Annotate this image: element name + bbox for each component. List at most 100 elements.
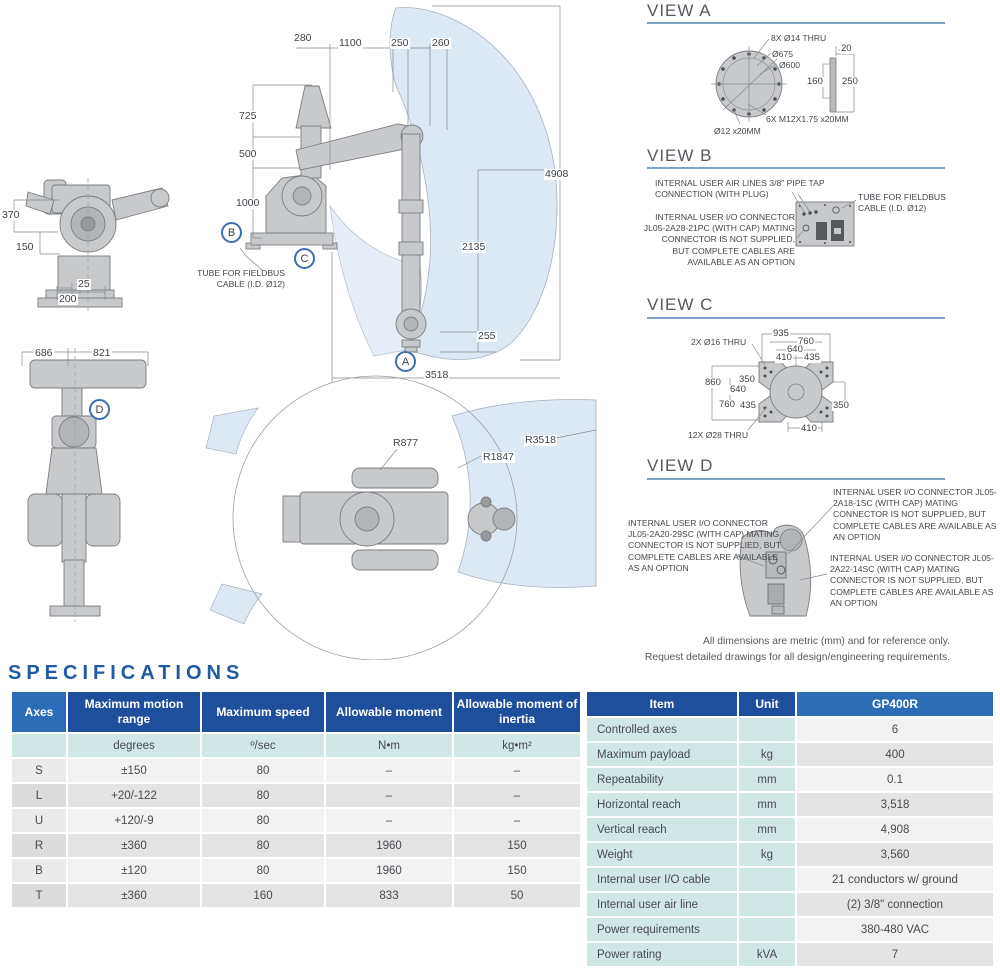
cell: mm	[739, 818, 795, 841]
cell: 80	[202, 784, 324, 807]
cell: Weight	[587, 843, 737, 866]
cell: 80	[202, 859, 324, 882]
cell	[12, 734, 66, 757]
cell: ±150	[68, 759, 200, 782]
cell: 21 conductors w/ ground	[797, 868, 993, 891]
axis-row: R ±360 80 1960 150	[12, 834, 580, 857]
view-a-label: 8X Ø14 THRU	[771, 33, 827, 43]
view-a-title: VIEW A	[647, 1, 712, 20]
cell: Controlled axes	[587, 718, 737, 741]
io-connector-label: INTERNAL USER I/O CONNECTOR JL05-2A20-29…	[628, 518, 781, 573]
side-view-dimension-lines	[239, 5, 561, 382]
cell: 160	[202, 884, 324, 907]
col-header-motion-range: Maximum motion range	[68, 692, 200, 732]
dim-label: 1000	[235, 197, 261, 209]
cell: (2) 3/8" connection	[797, 893, 993, 916]
dim-label: 860	[704, 377, 722, 388]
view-c-title: VIEW C	[647, 295, 714, 314]
io-connector-label: INTERNAL USER I/O CONNECTOR JL05-2A22-14…	[830, 553, 994, 608]
cell	[739, 868, 795, 891]
cell: Internal user air line	[587, 893, 737, 916]
cell: º/sec	[202, 734, 324, 757]
dim-label: 760	[718, 399, 736, 410]
cell: L	[12, 784, 66, 807]
dim-label: 410	[775, 352, 793, 363]
axis-row: T ±360 160 833 50	[12, 884, 580, 907]
spec-row: Power requirements 380-480 VAC	[587, 918, 993, 941]
axis-row: B ±120 80 1960 150	[12, 859, 580, 882]
col-header-item: Item	[587, 692, 737, 716]
dim-label: 2135	[461, 241, 487, 253]
cell: –	[454, 784, 580, 807]
spec-row: Maximum payload kg 400	[587, 743, 993, 766]
detail-badge-b: B	[221, 222, 242, 243]
axis-row: S ±150 80 – –	[12, 759, 580, 782]
spec-row: Repeatability mm 0.1	[587, 768, 993, 791]
dim-label: 4908	[544, 168, 570, 180]
io-connector-label: INTERNAL USER I/O CONNECTOR JL05-2A28-21…	[643, 212, 795, 267]
cell: B	[12, 859, 66, 882]
cell: 1960	[326, 834, 452, 857]
cell: T	[12, 884, 66, 907]
cell: R	[12, 834, 66, 857]
dim-label: 150	[15, 241, 35, 253]
detail-badge-c: C	[294, 248, 315, 269]
cell: 0.1	[797, 768, 993, 791]
cell: kg•m²	[454, 734, 580, 757]
dim-label: 255	[477, 330, 497, 342]
cell: Internal user I/O cable	[587, 868, 737, 891]
thru-holes-label: 2X Ø16 THRU	[691, 337, 747, 347]
col-header-axes: Axes	[12, 692, 66, 732]
cell: 150	[454, 859, 580, 882]
axis-row: U +120/-9 80 – –	[12, 809, 580, 832]
cell: 6	[797, 718, 993, 741]
air-lines-label: INTERNAL USER AIR LINES 3/8" PIPE TAP CO…	[655, 178, 825, 200]
cell: 833	[326, 884, 452, 907]
robot-front-view-drawing	[27, 359, 147, 617]
units-row: degrees º/sec N•m kg•m²	[12, 734, 580, 757]
spec-row: Horizontal reach mm 3,518	[587, 793, 993, 816]
cell: 400	[797, 743, 993, 766]
cell	[739, 918, 795, 941]
cell: kVA	[739, 943, 795, 966]
detail-badge-d: D	[89, 399, 110, 420]
view-d-rule	[647, 478, 945, 480]
cell	[739, 718, 795, 741]
col-header-moment-inertia: Allowable moment of inertia	[454, 692, 580, 732]
cell: U	[12, 809, 66, 832]
dim-label: 935	[772, 328, 790, 339]
view-d-title: VIEW D	[647, 456, 714, 475]
side-small-dimension-lines	[13, 178, 106, 312]
cell: mm	[739, 768, 795, 791]
dim-label: 640	[786, 344, 804, 355]
cell: 4,908	[797, 818, 993, 841]
cell: 80	[202, 759, 324, 782]
dim-label: 25	[77, 278, 91, 290]
dim-label: 250	[390, 37, 410, 49]
top-view-leader-lines	[379, 429, 597, 471]
footnote-line: Request detailed drawings for all design…	[644, 651, 950, 663]
spec-row: Internal user I/O cable 21 conductors w/…	[587, 868, 993, 891]
view-a-drawing	[711, 38, 855, 125]
cell: Maximum payload	[587, 743, 737, 766]
col-header-max-speed: Maximum speed	[202, 692, 324, 732]
dim-label: 760	[797, 336, 815, 347]
cell: 380-480 VAC	[797, 918, 993, 941]
view-b-rule	[647, 167, 945, 169]
cell: kg	[739, 843, 795, 866]
spec-row: Vertical reach mm 4,908	[587, 818, 993, 841]
spec-row: Controlled axes 6	[587, 718, 993, 741]
robot-side-view-drawing	[245, 85, 427, 353]
model-spec-table: Item Unit GP400R Controlled axes 6 Maxim…	[585, 690, 995, 968]
view-d-drawing	[736, 505, 834, 617]
col-header-allowable-moment: Allowable moment	[326, 692, 452, 732]
radius-label: R1847	[482, 451, 515, 463]
cell: –	[326, 809, 452, 832]
cell: ±120	[68, 859, 200, 882]
specifications-title: SPECIFICATIONS	[8, 662, 245, 684]
view-a-label: Ø12 x20MM	[714, 126, 761, 136]
axes-spec-table: Axes Maximum motion range Maximum speed …	[10, 690, 582, 909]
radius-label: R877	[392, 437, 420, 449]
cell: 80	[202, 834, 324, 857]
